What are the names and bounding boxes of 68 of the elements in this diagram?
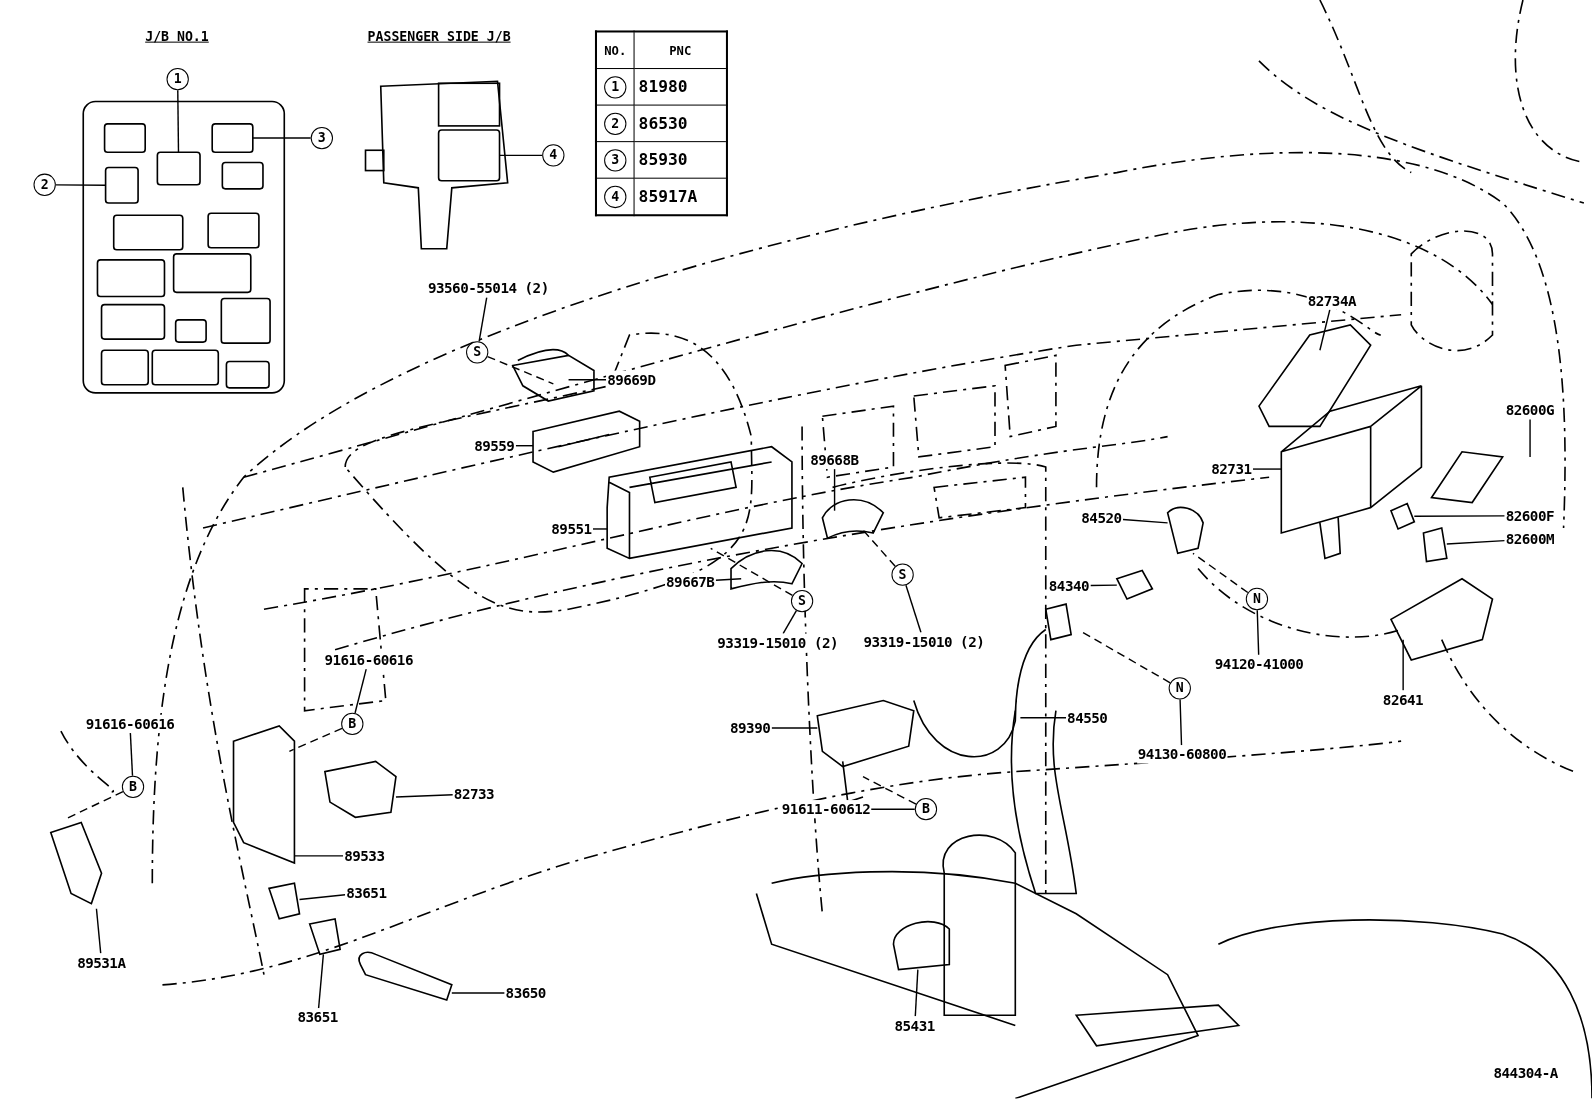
callout-number: 1 <box>166 68 189 91</box>
leader-line <box>1252 468 1282 470</box>
section-heading: J/B NO.1 <box>145 28 209 44</box>
leader-line <box>293 855 344 857</box>
fastener-callout: B <box>121 775 145 799</box>
leader-line <box>782 610 798 635</box>
leader-line <box>1080 630 1171 684</box>
leader-line <box>317 953 325 1009</box>
leader-line <box>498 154 543 157</box>
callout-number: 3 <box>310 126 333 150</box>
part-number: 91611-60612 <box>780 800 872 819</box>
part-drawing <box>308 917 342 956</box>
callout-number: 2 <box>33 173 56 196</box>
fastener-callout: S <box>790 589 814 613</box>
part-drawing <box>1115 569 1154 601</box>
leader-line <box>478 296 488 343</box>
leader-line <box>862 529 896 568</box>
leader-line <box>567 379 607 381</box>
fastener-callout: N <box>1168 677 1191 700</box>
relay-slot <box>437 129 501 182</box>
leader-line <box>395 794 454 798</box>
leader-line <box>354 668 367 714</box>
leader-line <box>1319 308 1331 351</box>
part-number: 93560-55014 (2) <box>426 279 550 298</box>
part-number: 94130-60800 <box>1136 745 1228 764</box>
leader-line <box>252 137 312 139</box>
part-drawing <box>1422 526 1448 563</box>
leader-line <box>177 89 180 153</box>
leader-line <box>66 790 124 820</box>
leader-line <box>1402 638 1404 692</box>
leader-line <box>592 528 608 530</box>
callout-number: 4 <box>542 144 565 167</box>
leader-line <box>1179 698 1183 746</box>
leader-line <box>288 727 343 753</box>
section-heading: PASSENGER SIDE J/B <box>367 28 511 44</box>
relay-slot <box>104 166 139 204</box>
part-drawing <box>268 882 301 920</box>
fastener-callout: S <box>891 563 914 586</box>
leader-line <box>1192 552 1249 594</box>
leader-line <box>451 992 506 994</box>
relay-slot <box>156 151 201 186</box>
leader-line <box>95 908 102 955</box>
leader-line <box>486 355 555 385</box>
leader-line <box>129 732 134 777</box>
fastener-callout: B <box>914 798 938 821</box>
leader-line <box>770 727 819 729</box>
fastener-callout: S <box>466 341 489 364</box>
leader-line <box>833 468 836 512</box>
leader-line <box>870 808 916 810</box>
leader-line <box>1019 717 1067 719</box>
leader-line <box>55 184 107 186</box>
part-number: 91616-60616 <box>84 714 176 734</box>
leader-line <box>1413 515 1506 517</box>
leader-line <box>1122 518 1169 524</box>
leader-line <box>1529 418 1531 458</box>
part-drawing <box>1389 502 1416 531</box>
fastener-callout: N <box>1245 587 1269 611</box>
fastener-callout: B <box>341 712 364 736</box>
leader-line <box>905 584 922 634</box>
leader-line <box>1256 609 1260 656</box>
leader-line <box>298 893 346 901</box>
leader-line <box>1089 584 1118 587</box>
leader-line <box>914 968 919 1018</box>
leader-line <box>862 776 917 805</box>
relay-slot <box>211 123 254 154</box>
leader-line <box>710 547 794 597</box>
leader-line <box>1446 539 1506 545</box>
leader-line <box>715 578 742 581</box>
